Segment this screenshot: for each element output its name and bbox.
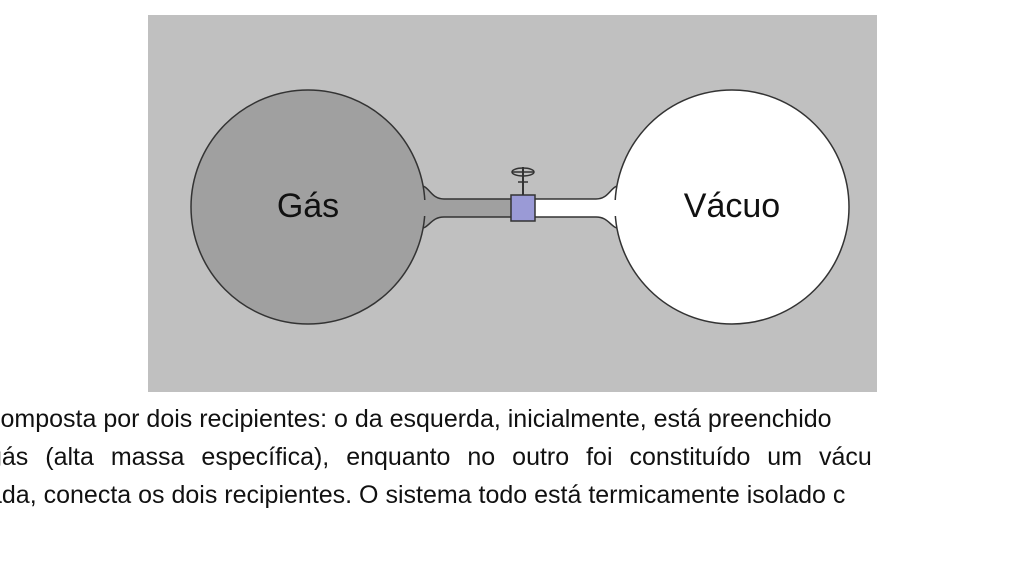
description-line-1: composta por dois recipientes: o da esqu…	[0, 405, 832, 433]
vacuum-label: Vácuo	[684, 187, 780, 225]
description-line-2: gás (alta massa específica), enquanto no…	[0, 443, 872, 471]
description-line-3: ada, conecta os dois recipientes. O sist…	[0, 481, 846, 509]
figure-panel: Gás Vácuo	[148, 15, 877, 392]
gas-joint	[414, 200, 426, 216]
valve-icon	[510, 167, 536, 222]
gas-label: Gás	[277, 187, 339, 225]
vacuum-joint	[614, 200, 626, 216]
two-vessel-diagram: Gás Vácuo	[148, 15, 877, 392]
